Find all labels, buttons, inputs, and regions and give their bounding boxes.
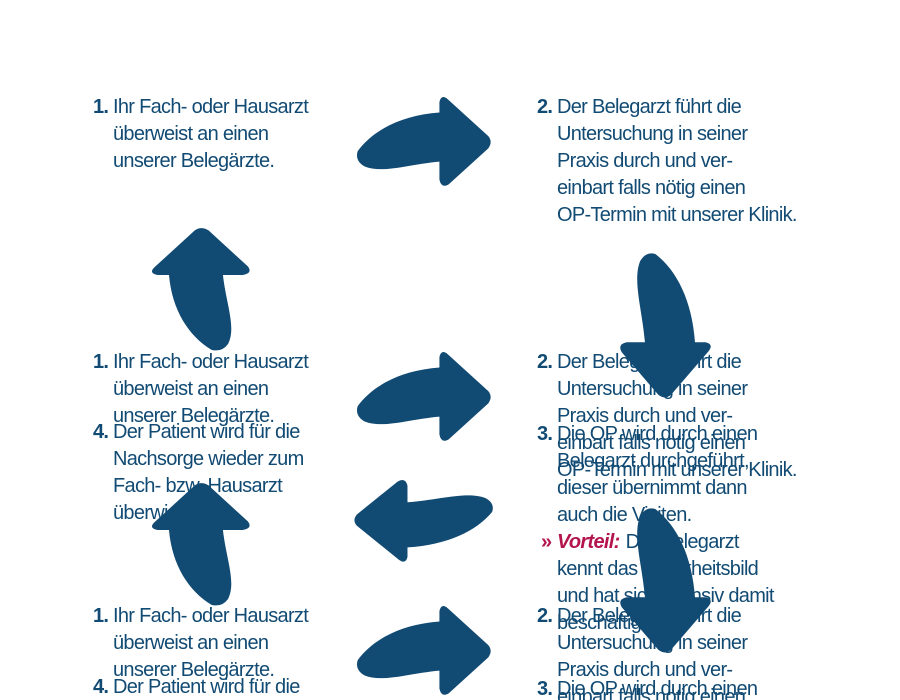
step-text-line: überweist an einen — [113, 123, 269, 145]
step-text-line: Praxis durch und ver- — [557, 659, 733, 681]
step-number: 2. — [537, 351, 553, 373]
step-text-line: unserer Belegärzte. — [113, 659, 275, 681]
step-text-line: einbart falls nötig einen — [557, 432, 746, 454]
step-text-line: unserer Belegärzte. — [113, 405, 275, 427]
step-number: 3. — [537, 423, 553, 445]
cycle-arrow-right-glyph — [620, 508, 711, 653]
step-text-line: Ihr Fach- oder Hausarzt — [113, 96, 309, 118]
step-text: Ihr Fach- oder Hausarzt überweist an eine… — [113, 94, 309, 175]
step-text-line: Die OP wird durch einen — [557, 423, 758, 445]
step-text-line: einbart falls nötig einen — [557, 686, 746, 700]
step-number: 4. — [93, 421, 109, 443]
cycle-arrow-left-glyph — [151, 483, 250, 606]
step-text-line: unserer Belegärzte. — [113, 150, 275, 172]
cycle-arrow-left-icon — [142, 226, 252, 355]
cycle-arrow-top-glyph — [356, 97, 491, 186]
step-block-1-instance-1: 1.Ihr Fach- oder Hausarzt überweist an ei… — [93, 349, 309, 430]
cycle-arrow-left-icon — [142, 481, 252, 610]
advantage-label: Vorteil: — [557, 531, 620, 553]
step-text-line: Belegarzt durchgeführt, — [557, 450, 750, 472]
step-text-line: überweist an einen — [113, 378, 269, 400]
cycle-arrow-bottom-glyph — [354, 480, 493, 562]
step-block-1-instance-2: 1.Ihr Fach- oder Hausarzt überweist an ei… — [93, 603, 309, 684]
step-text-line: Ihr Fach- oder Hausarzt — [113, 351, 309, 373]
step-text-line: Nachsorge wieder zum — [113, 448, 304, 470]
step-text: Ihr Fach- oder Hausarzt überweist an eine… — [113, 349, 309, 430]
cycle-arrow-left-glyph — [151, 228, 250, 351]
step-text-line: Der Belegarzt führt die — [557, 96, 742, 118]
step-text-line: Untersuchung in seiner — [557, 123, 748, 145]
cycle-arrow-top-icon — [352, 88, 493, 188]
step-text-line: Praxis durch und ver- — [557, 405, 733, 427]
step-text: Ihr Fach- oder Hausarzt überweist an eine… — [113, 603, 309, 684]
step-text-line: einbart falls nötig einen — [557, 177, 746, 199]
advantage-text-line: beschäftigt. — [557, 612, 652, 634]
step-text-line: überweist an einen — [113, 632, 269, 654]
cycle-arrow-top-icon — [352, 597, 493, 697]
cycle-arrow-right-glyph — [620, 253, 711, 398]
step-text-line: dieser übernimmt dann — [557, 477, 748, 499]
step-text-line: Ihr Fach- oder Hausarzt — [113, 605, 309, 627]
step-number: 2. — [537, 96, 553, 118]
step-number: 2. — [537, 605, 553, 627]
step-text-line: Der Patient wird für die — [113, 676, 300, 698]
step-block-1-instance-0: 1.Ihr Fach- oder Hausarzt überweist an ei… — [93, 94, 309, 175]
step-number: 3. — [537, 678, 553, 700]
cycle-arrow-top-glyph — [356, 606, 491, 695]
cycle-arrow-right-icon — [618, 503, 720, 655]
step-text-line: Untersuchung in seiner — [557, 378, 748, 400]
step-text-line: Die OP wird durch einen — [557, 678, 758, 700]
note-marker: » — [541, 531, 552, 553]
cycle-arrow-bottom-icon — [352, 478, 498, 570]
step-number: 1. — [93, 351, 109, 373]
cycle-arrow-top-icon — [352, 343, 493, 443]
step-text-line: OP-Termin mit unserer Klinik. — [557, 204, 797, 226]
step-number: 1. — [93, 96, 109, 118]
step-text-line: Praxis durch und ver- — [557, 150, 733, 172]
cycle-arrow-right-icon — [618, 248, 720, 400]
step-text-line: Der Patient wird für die — [113, 421, 300, 443]
cycle-arrow-top-glyph — [356, 352, 491, 441]
step-text-line: OP-Termin mit unserer Klinik. — [557, 459, 797, 481]
step-number: 4. — [93, 676, 109, 698]
step-number: 1. — [93, 605, 109, 627]
